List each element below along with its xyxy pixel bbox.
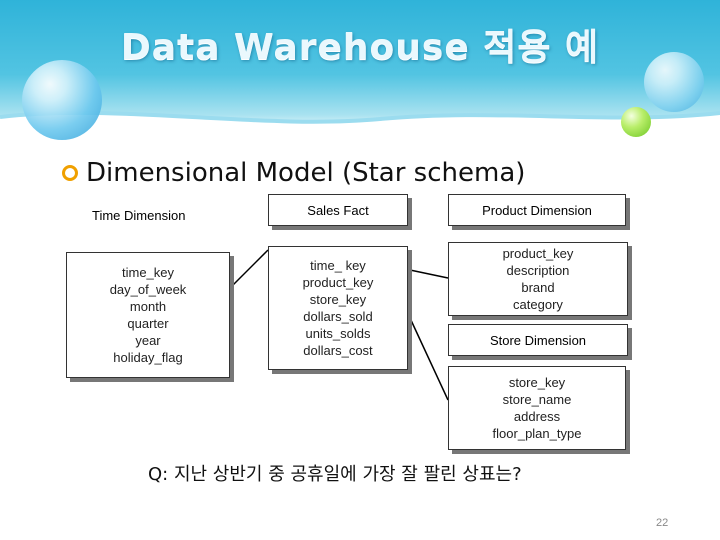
store-dimension-fields: store_key store_name address floor_plan_…	[492, 375, 582, 441]
decorative-bubble	[621, 107, 651, 137]
header-wave	[0, 110, 720, 140]
sales-fact-fields: time_ key product_key store_key dollars_…	[302, 258, 374, 358]
time-dimension-label: Time Dimension	[92, 208, 186, 223]
bullet-text: Dimensional Model (Star schema)	[86, 158, 526, 188]
sales-fact-label: Sales Fact	[307, 202, 369, 218]
slide-title: Data Warehouse 적용 예	[120, 27, 600, 68]
sales-fact-box: time_ key product_key store_key dollars_…	[268, 246, 408, 370]
store-dimension-label: Store Dimension	[489, 332, 587, 348]
product-dimension-box: product_key description brand category	[448, 242, 628, 316]
sales-fact-header: Sales Fact	[268, 194, 408, 226]
bullet-icon	[62, 165, 78, 181]
time-dimension-box: time_key day_of_week month quarter year …	[66, 252, 230, 378]
product-dimension-fields: product_key description brand category	[502, 246, 574, 312]
store-dimension-box: store_key store_name address floor_plan_…	[448, 366, 626, 450]
bullet-item: Dimensional Model (Star schema)	[62, 155, 525, 191]
product-dimension-label: Product Dimension	[482, 202, 592, 218]
decorative-bubble	[644, 52, 704, 112]
page-number: 22	[656, 517, 669, 529]
question-text: Q: 지난 상반기 중 공휴일에 가장 잘 팔린 상표는?	[148, 464, 522, 485]
product-dimension-header: Product Dimension	[448, 194, 626, 226]
time-dimension-fields: time_key day_of_week month quarter year …	[109, 265, 187, 365]
decorative-bubble	[22, 60, 102, 140]
store-dimension-header: Store Dimension	[448, 324, 628, 356]
